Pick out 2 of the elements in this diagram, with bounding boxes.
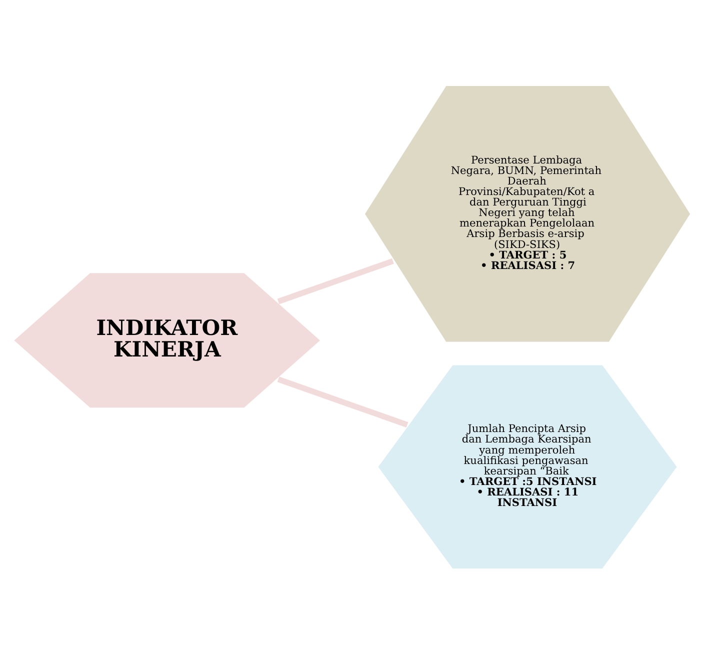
connector	[277, 376, 408, 428]
connector	[277, 258, 394, 304]
